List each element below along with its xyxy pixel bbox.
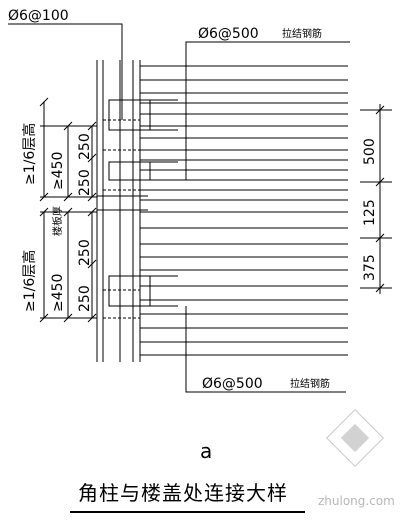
label-tie-lower: Ø6@500 拉结钢筋 [185, 306, 346, 393]
watermark-logo-icon [326, 409, 384, 467]
upper-seg1-text: 250 [77, 133, 93, 160]
tie-lower-spec: Ø6@500 [202, 376, 263, 392]
stirrups [103, 119, 140, 319]
watermark: zhulong.com [318, 409, 395, 508]
mid-note-text: 楼板厚 [51, 206, 64, 236]
tie-upper-desc: 拉结钢筋 [282, 27, 322, 40]
rebar-100-text: Ø6@100 [8, 8, 69, 24]
right-dimensions: 500 125 375 [360, 104, 392, 294]
tie-bars [108, 99, 178, 307]
drawing-title: 角柱与楼盖处连接大样 [78, 481, 288, 505]
lower-len-text: ≥450 [50, 274, 66, 312]
detail-caption: a [200, 439, 212, 463]
dim-500-text: 500 [362, 138, 378, 165]
dim-375-text: 375 [362, 254, 378, 281]
title-block: 角柱与楼盖处连接大样 [70, 481, 305, 513]
label-tie-upper: Ø6@500 拉结钢筋 [185, 26, 350, 180]
tie-lower-desc: 拉结钢筋 [290, 377, 330, 390]
watermark-text: zhulong.com [318, 494, 395, 508]
lower-seg1-text: 250 [77, 239, 93, 266]
left-dimensions: ≥1/6层高 ≥450 250 250 楼板厚 ≥1/6层高 ≥450 250 … [21, 97, 97, 323]
lower-height-text: ≥1/6层高 [21, 250, 38, 312]
upper-height-text: ≥1/6层高 [21, 123, 38, 185]
column-lines [96, 60, 141, 362]
tie-upper-spec: Ø6@500 [198, 26, 259, 42]
dim-125-text: 125 [362, 199, 378, 226]
upper-len-text: ≥450 [50, 152, 66, 190]
label-rebar-100: Ø6@100 [8, 8, 123, 120]
wall-lines [140, 65, 348, 356]
lower-seg2-text: 250 [77, 285, 93, 312]
upper-seg2-text: 250 [77, 169, 93, 196]
slab [97, 195, 148, 211]
